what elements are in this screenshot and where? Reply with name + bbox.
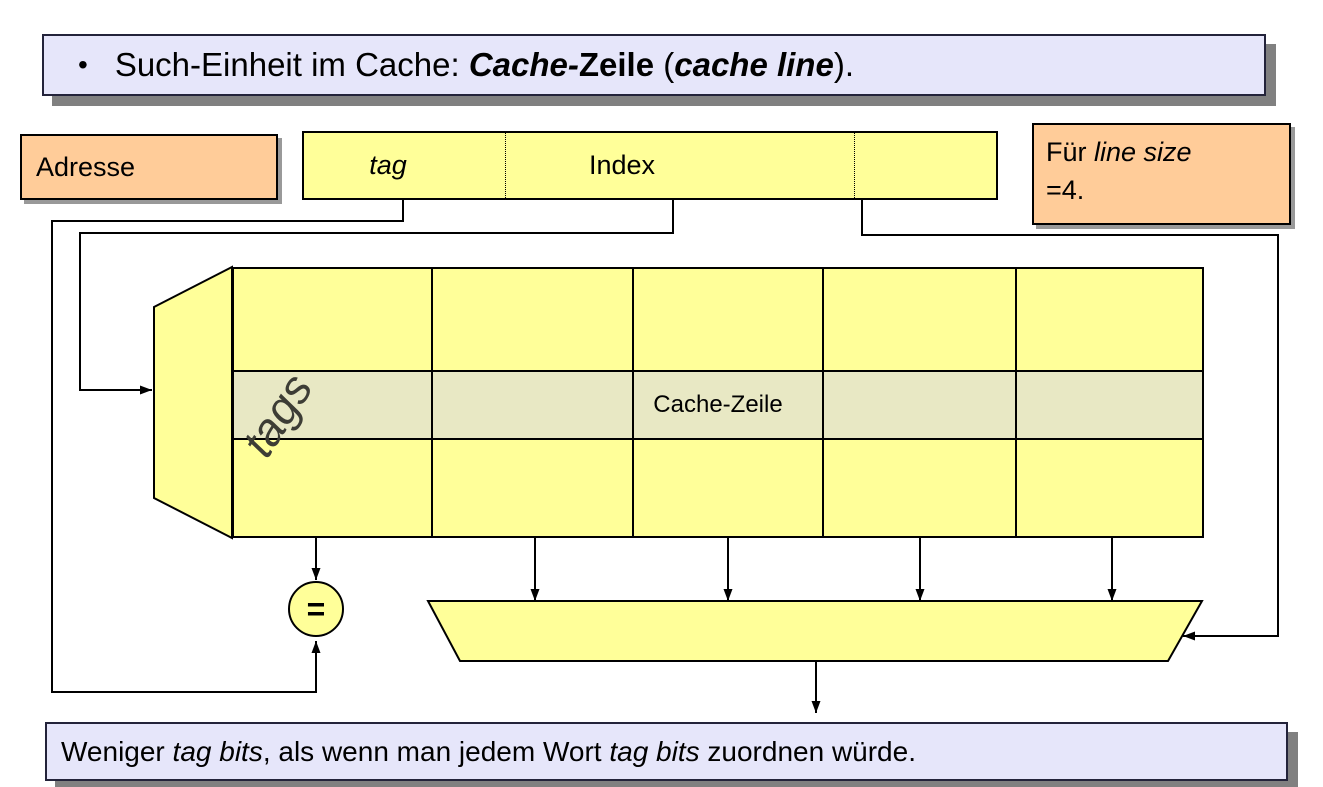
grid-row-line-top [234,370,1202,372]
cache-array-grid: Cache-Zeile [232,267,1204,538]
footnote-tagbits-2: tag bits [609,735,700,767]
equals-symbol: = [306,590,326,627]
title-text-paren-close: ). [833,46,854,83]
line-size-note-box: Für line size =4. [1032,123,1291,225]
grid-column-line-1 [431,269,433,536]
title-text-plain: Such-Einheit im Cache: [114,46,469,83]
field-divider-index-offset [854,133,855,198]
address-label-box: Adresse [20,134,278,200]
cache-line-label: Cache-Zeile [653,391,783,418]
title-text-zeile: Zeile [578,46,655,83]
title-text-cache: Cache- [468,46,579,83]
footnote-seg3: , als wenn man jedem Wort [262,735,610,767]
address-field-bar: tag Index [302,131,998,200]
tag-comparator: = [288,581,344,637]
line-size-italic: line size [1094,137,1192,167]
field-divider-tag-index [505,133,506,198]
footnote-banner: Weniger tag bits, als wenn man jedem Wor… [45,722,1288,781]
grid-column-line-2 [632,269,634,536]
footnote-seg1: Weniger [61,735,173,767]
row-decoder-funnel [153,265,233,540]
footnote-seg5: zuordnen würde. [699,735,916,767]
mux-trapezoid [426,600,1204,662]
grid-column-line-4 [1015,269,1017,536]
index-select-line [79,200,674,395]
address-label: Adresse [36,151,136,182]
offset-mux-line [861,200,1279,641]
title-text-paren-open: ( [654,46,675,83]
title-banner: • Such-Einheit im Cache: Cache-Zeile (ca… [42,34,1266,96]
line-size-note-line1: Für line size [1046,133,1289,171]
cache-line-highlight-row: Cache-Zeile [234,371,1202,439]
grid-column-line-3 [822,269,824,536]
bullet-glyph: • [78,49,88,80]
footnote-tagbits-1: tag bits [172,735,263,767]
tag-field-label: tag [369,150,407,180]
line-size-prefix: Für [1046,137,1095,167]
title-text-cache-line: cache line [674,46,834,83]
grid-row-line-bottom [234,438,1202,440]
tag-compare-line [51,200,404,693]
index-field-label: Index [588,150,656,180]
line-size-note-line2: =4. [1046,175,1085,205]
